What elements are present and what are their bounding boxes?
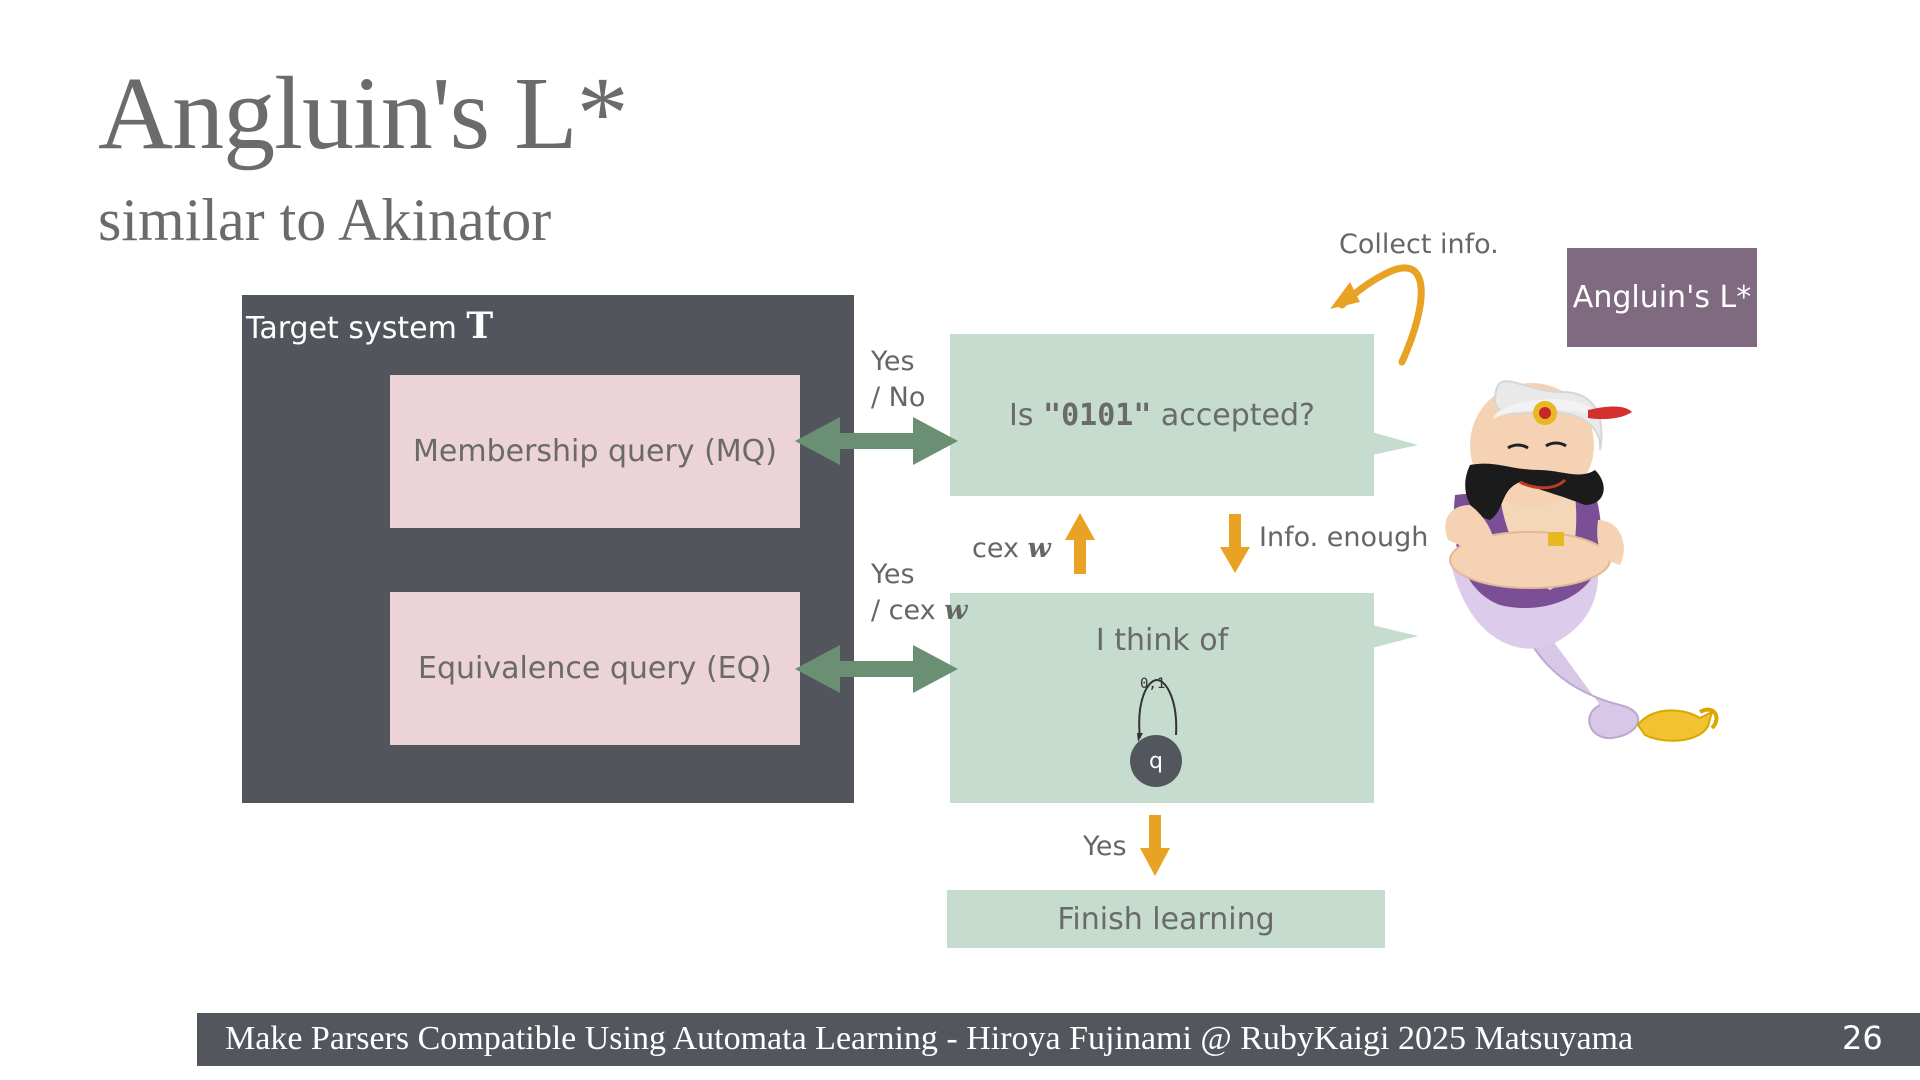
yes-down-arrow	[1140, 815, 1170, 876]
membership-query-box: Membership query (MQ)	[390, 375, 800, 528]
finish-learning-label: Finish learning	[1057, 901, 1275, 937]
hypothesis-label: I think of	[1095, 623, 1229, 658]
automaton-state-label: q	[1149, 749, 1163, 774]
question-bubble: Is "0101" accepted?	[950, 334, 1374, 496]
eq-reply-label: Yes / cex w	[871, 557, 967, 630]
hypothesis-bubble-tail	[1372, 625, 1418, 648]
slide-subtitle: similar to Akinator	[98, 187, 552, 253]
info-enough-label: Info. enough	[1259, 522, 1429, 553]
slide-title: Angluin's L*	[98, 56, 629, 171]
eq-reply-cex: / cex	[871, 595, 945, 627]
collect-info-label: Collect info.	[1339, 229, 1499, 260]
cex-up-arrow	[1065, 513, 1095, 574]
mq-reply-no: / No	[871, 382, 926, 414]
question-text: Is "0101" accepted?	[1009, 398, 1315, 433]
target-symbol: T	[466, 305, 494, 347]
eq-reply-var: w	[944, 595, 968, 627]
cex-label: cex w	[972, 531, 1051, 567]
automaton-self-loop	[1138, 678, 1178, 739]
cex-var: w	[1027, 533, 1051, 564]
target-system-label: Target system T	[246, 308, 493, 344]
equivalence-query-label: Equivalence query (EQ)	[418, 651, 772, 686]
question-prefix: Is	[1009, 397, 1044, 433]
finish-learning-box: Finish learning	[947, 890, 1385, 948]
equivalence-query-box: Equivalence query (EQ)	[390, 592, 800, 745]
angluin-badge: Angluin's L*	[1567, 248, 1757, 347]
page-number: 26	[1842, 1019, 1883, 1057]
info-enough-down-arrow	[1220, 514, 1250, 573]
genie-illustration	[1445, 380, 1719, 742]
automaton-state	[1130, 735, 1182, 787]
footer-text: Make Parsers Compatible Using Automata L…	[225, 1020, 1634, 1057]
question-word: "0101"	[1043, 397, 1152, 433]
eq-reply-yes: Yes	[871, 559, 915, 590]
mq-double-arrow	[795, 417, 958, 465]
yes-finish-label: Yes	[1083, 831, 1127, 862]
question-bubble-tail	[1372, 432, 1418, 455]
footer-bar	[197, 1013, 1920, 1066]
mq-reply-yes: Yes	[871, 346, 915, 377]
automaton-loop-arrowhead	[1137, 733, 1143, 742]
angluin-badge-label: Angluin's L*	[1572, 280, 1752, 315]
cex-prefix: cex	[972, 533, 1028, 564]
collect-info-curve	[1338, 264, 1425, 366]
collect-info-arrowhead	[1330, 282, 1360, 309]
mq-reply-label: Yes / No	[871, 344, 925, 417]
membership-query-label: Membership query (MQ)	[413, 434, 777, 469]
eq-double-arrow	[795, 645, 958, 693]
automaton-loop-label: 0,1	[1140, 676, 1166, 692]
question-suffix: accepted?	[1151, 397, 1315, 433]
target-label-text: Target system	[246, 311, 467, 346]
